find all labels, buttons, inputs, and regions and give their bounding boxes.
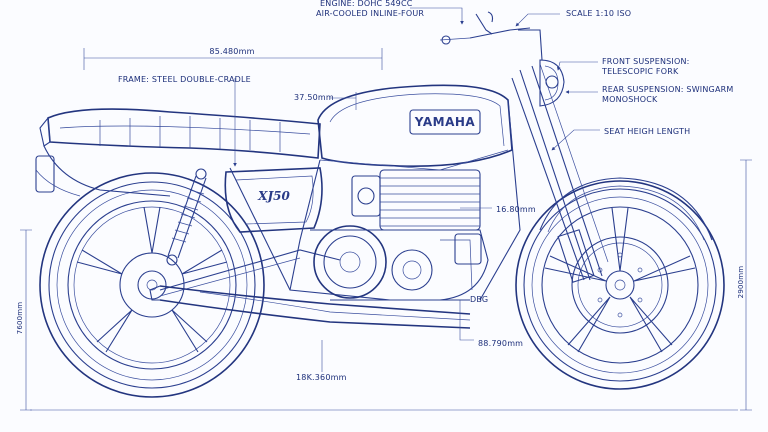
bottom-dimension: 18K.360mm — [296, 373, 347, 382]
engine-detail-dimension: 16.80mm — [496, 205, 536, 214]
engine-callout-line2: AIR-COOLED INLINE-FOUR — [316, 9, 424, 18]
handlebar — [439, 11, 543, 61]
exhaust — [149, 285, 471, 329]
seat — [47, 108, 321, 159]
tank-dimension: 37.50mm — [294, 93, 334, 102]
rear-suspension-callout-line2: MONOSHOCK — [602, 95, 658, 104]
dimension-lines — [20, 48, 752, 411]
front-wheel — [515, 177, 725, 390]
headlight — [539, 59, 565, 107]
brand-badge: YAMAHA — [414, 115, 476, 129]
rear-suspension-callout-line1: REAR SUSPENSION: SWINGARM — [602, 85, 733, 94]
frame — [159, 99, 521, 301]
overall-top-dimension: 85.480mm — [209, 47, 254, 56]
callout-leaders — [233, 7, 600, 167]
fuel-tank: YAMAHA — [317, 84, 513, 167]
wheelbase-lower-dimension: 88.790mm — [478, 339, 523, 348]
dbg-dimension: DBG — [470, 295, 488, 304]
model-badge: XJ50 — [257, 189, 290, 203]
side-cover: XJ50 — [224, 167, 323, 233]
front-suspension-callout-line2: TELESCOPIC FORK — [601, 67, 679, 76]
front-fork — [511, 63, 609, 283]
left-height-dimension: 7600mm — [16, 302, 24, 335]
engine — [310, 169, 489, 301]
rear-fender — [35, 116, 171, 197]
front-suspension-callout-line1: FRONT SUSPENSION: — [602, 57, 690, 66]
right-height-dimension: 2900mm — [737, 266, 745, 299]
seat-height-callout: SEAT HEIGH LENGTH — [604, 127, 690, 136]
engine-callout-line1: ENGINE: DOHC 549CC — [320, 0, 413, 8]
frame-callout: FRAME: STEEL DOUBLE-CRADLE — [118, 75, 251, 84]
scale-callout: SCALE 1:10 ISO — [566, 9, 631, 18]
rear-wheel — [39, 172, 265, 398]
rear-shock — [166, 168, 207, 266]
